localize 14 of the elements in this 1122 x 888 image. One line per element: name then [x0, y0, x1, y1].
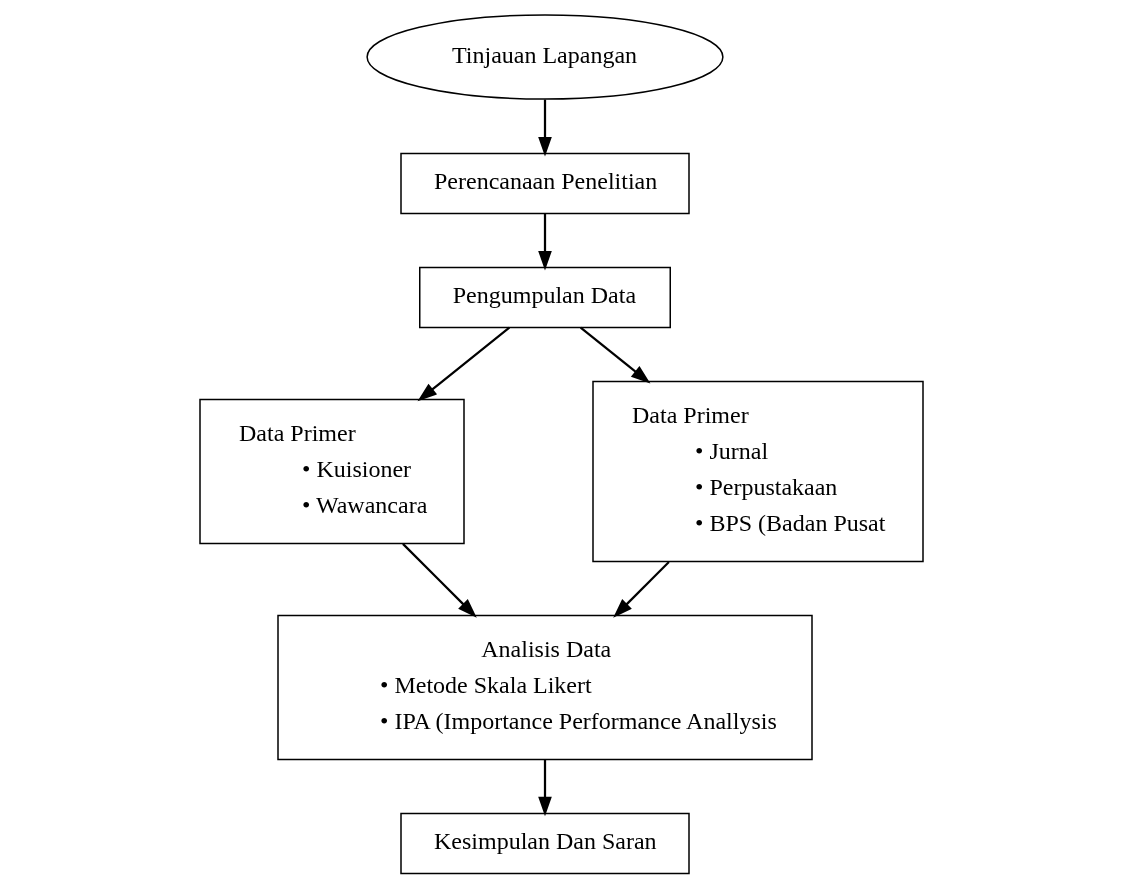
arrow: [537, 99, 552, 157]
arrow: [537, 759, 552, 817]
arrow: [401, 543, 477, 618]
node-box: Analisis Data • Metode Skala Likert • IPA (Importance Performance Anallysis: [276, 614, 813, 761]
arrow: [417, 326, 510, 402]
node-box: Perencanaan Penelitian: [399, 152, 690, 215]
arrow: [537, 213, 552, 271]
node-ellipse: Tinjauan Lapangan: [365, 14, 724, 100]
node-box: Data Primer • Kuisioner • Wawancara: [198, 398, 465, 545]
node-box: Kesimpulan Dan Saran: [399, 812, 690, 875]
arrow: [579, 326, 650, 384]
node-box: Data Primer • Jurnal • Perpustakaan • BPS (Badan Pusat: [591, 380, 924, 563]
arrow: [612, 561, 670, 618]
node-box: Pengumpulan Data: [418, 266, 671, 329]
